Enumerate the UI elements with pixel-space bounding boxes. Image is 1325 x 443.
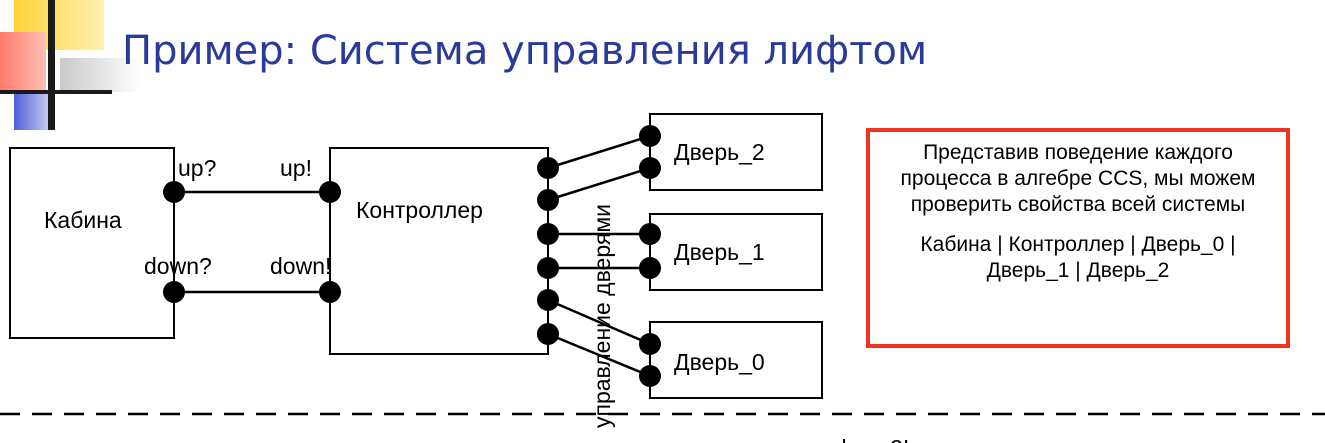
door2-open-line [547, 134, 651, 170]
port-down-out-label: down! [270, 253, 331, 279]
controller-port-5 [537, 289, 559, 311]
door1-port-close [639, 257, 661, 279]
logo-vertical-line [48, 0, 55, 130]
door-control-label: управление дверями [589, 204, 615, 428]
door0-label: Дверь_0 [674, 349, 765, 375]
logo-horizontal-line [0, 90, 112, 94]
controller-label: Контроллер [356, 197, 483, 223]
controller-down-port [319, 281, 341, 303]
info-note-text: Представив поведение каждого процесса в … [900, 141, 1256, 216]
controller-port-4 [537, 257, 559, 279]
logo-gray-bar [60, 58, 140, 92]
port-up-out-label: up! [280, 155, 312, 181]
door0-close-line [547, 332, 651, 378]
controller-port-6 [537, 323, 559, 345]
door2-port-close [639, 157, 661, 179]
page-title: Пример: Система управления лифтом [122, 28, 928, 74]
door0-box [649, 321, 823, 399]
controller-up-port [319, 181, 341, 203]
door0-open-line [547, 298, 651, 346]
door2-close-line [547, 166, 651, 202]
info-note-box: Представив поведение каждого процесса в … [866, 128, 1290, 348]
controller-box [329, 147, 549, 355]
cabin-down-port [163, 281, 185, 303]
door2-port-open [639, 125, 661, 147]
logo-red-square [0, 32, 46, 92]
door1-port-open [639, 223, 661, 245]
logo-blue-square [14, 92, 54, 130]
door1-box [649, 213, 823, 291]
port-up-in-label: up? [178, 155, 216, 181]
controller-port-1 [537, 157, 559, 179]
info-note-formula: Кабина | Контроллер | Дверь_0 | Дверь_1 … [920, 233, 1236, 282]
corner-logo [0, 0, 140, 130]
cabin-label: Кабина [44, 207, 122, 233]
port-down-in-label: down? [144, 253, 212, 279]
controller-port-3 [537, 223, 559, 245]
controller-port-2 [537, 189, 559, 211]
cabin-box [9, 147, 175, 339]
cabin-up-port [163, 181, 185, 203]
door1-label: Дверь_1 [674, 239, 765, 265]
bottom-cut-text: close 2! [830, 435, 909, 443]
door0-port-open [639, 333, 661, 355]
door0-port-close [639, 365, 661, 387]
door2-box [649, 113, 823, 191]
door2-label: Дверь_2 [674, 139, 765, 165]
